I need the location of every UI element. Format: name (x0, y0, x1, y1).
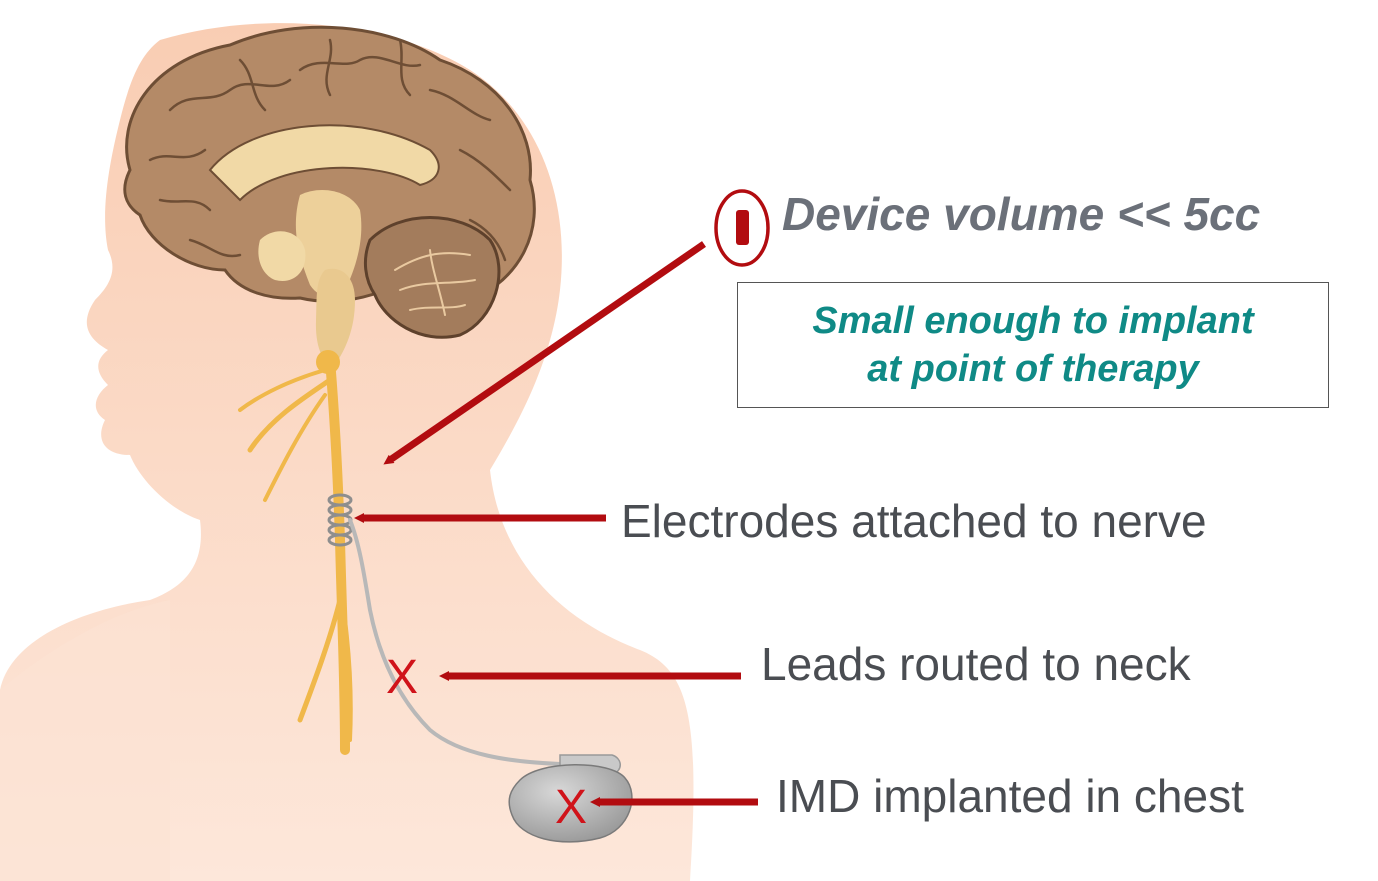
callout-line-2: at point of therapy (867, 345, 1198, 393)
electrodes-label: Electrodes attached to nerve (621, 498, 1207, 544)
device-volume-label: Device volume << 5cc (782, 191, 1260, 237)
callout-line-1: Small enough to implant (812, 297, 1253, 345)
imd-x-marker: X (555, 781, 587, 834)
device-volume-icon (716, 191, 768, 265)
leads-label: Leads routed to neck (761, 641, 1191, 687)
imd-label: IMD implanted in chest (776, 773, 1244, 819)
leads-x-marker: X (386, 651, 418, 704)
callout-box: Small enough to implant at point of ther… (737, 282, 1329, 408)
